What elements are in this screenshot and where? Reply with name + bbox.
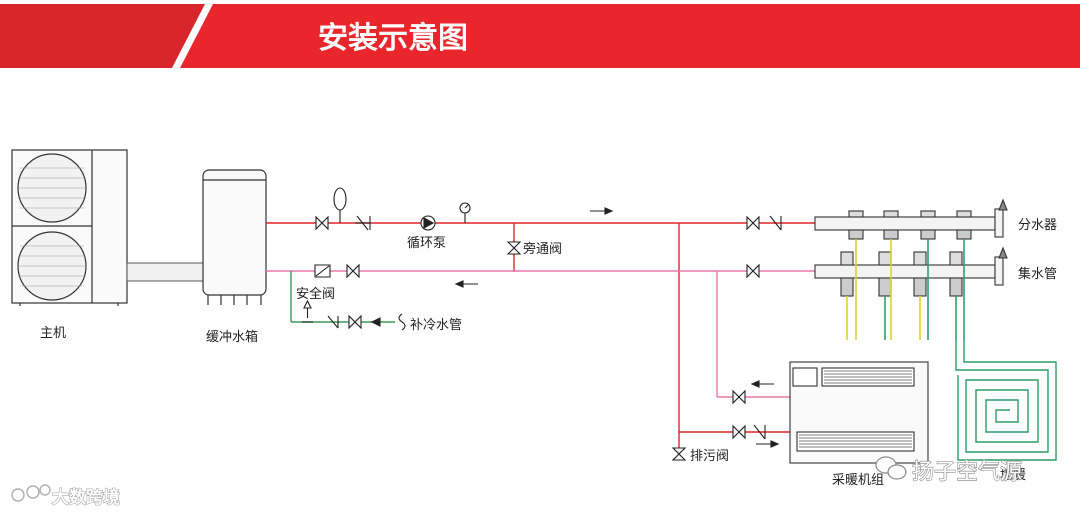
main-unit	[11, 149, 128, 306]
pressure-gauge-icon	[459, 202, 471, 223]
buffer-tank	[202, 169, 267, 305]
branch-pipes	[846, 239, 965, 340]
label-main-unit: 主机	[40, 326, 66, 341]
unit-connection-pipe	[126, 262, 204, 282]
return-valve-icon	[346, 263, 360, 279]
label-circulation-pump: 循环泵	[407, 236, 446, 251]
watermark-logo-icon	[11, 484, 51, 502]
page-title: 安装示意图	[318, 21, 468, 56]
label-floor-heating: 地暖	[1000, 468, 1026, 483]
watermark-right-text: 扬子空气源	[912, 460, 1022, 485]
label-safety-valve: 安全阀	[296, 286, 335, 302]
label-makeup-water: 补冷水管	[410, 318, 462, 333]
distributor-valve-icon	[746, 215, 760, 231]
collector-manifold	[814, 246, 1008, 297]
check-valve-icons	[314, 215, 782, 440]
label-drain-valve: 排污阀	[690, 449, 729, 464]
pump-icon	[420, 215, 436, 231]
label-fan-coil: 采暖机组	[832, 473, 884, 488]
wechat-icon	[875, 456, 907, 480]
fancoil-supply-valve-icon	[732, 424, 746, 440]
fan-coil-unit	[789, 361, 929, 464]
watermark-left-text: 大数跨境	[52, 487, 120, 508]
supply-pipe	[266, 222, 820, 460]
collector-valve-icon	[746, 263, 760, 279]
valve-icons	[315, 215, 760, 461]
return-pipe	[266, 270, 820, 398]
drain-valve-icon	[671, 447, 687, 461]
flow-arrows	[454, 207, 780, 448]
supply-valve-icon	[315, 215, 329, 231]
makeup-inlet-icon	[370, 313, 406, 331]
distributor-manifold	[814, 198, 1008, 240]
label-buffer-tank: 缓冲水箱	[206, 329, 258, 345]
makeup-valve-icon	[348, 314, 362, 330]
safety-valve-icon	[302, 299, 313, 323]
watermark-left: 大数跨境	[11, 484, 121, 509]
fancoil-return-valve-icon	[732, 389, 746, 405]
floor-heating-coil	[955, 340, 1057, 461]
expansion-vessel-icon	[333, 187, 347, 223]
label-bypass-valve: 旁通阀	[523, 241, 562, 257]
label-distributor: 分水器	[1018, 218, 1057, 233]
watermark-right: 扬子空气源	[875, 456, 1023, 486]
label-collector: 集水管	[1018, 266, 1057, 282]
bypass-valve-icon	[506, 241, 522, 255]
header-banner: 安装示意图	[0, 4, 1080, 68]
